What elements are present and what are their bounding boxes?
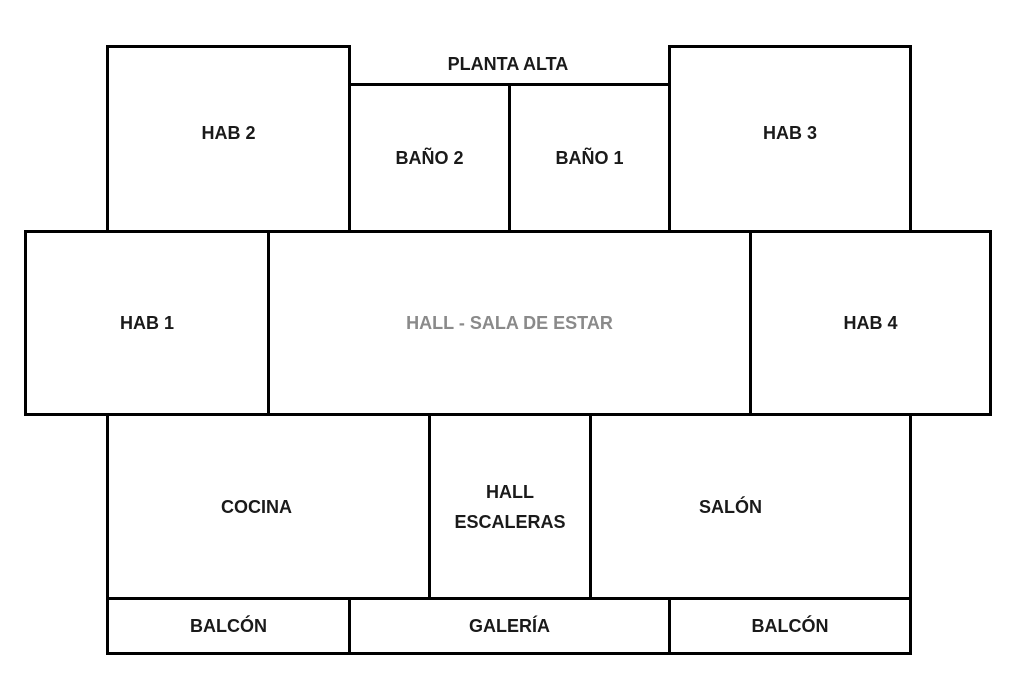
room-label-cocina: COCINA: [221, 496, 292, 517]
room-label-hall-escaleras: HALL ESCALERAS: [454, 481, 566, 532]
plan-title: PLANTA ALTA: [447, 54, 569, 74]
room-balcon-right: BALCÓN: [668, 597, 912, 655]
room-hab-1: HAB 1: [24, 230, 270, 416]
room-bano-1: BAÑO 1: [508, 83, 671, 233]
room-label-hab-3: HAB 3: [762, 123, 817, 143]
room-label-balcon-right: BALCÓN: [751, 616, 829, 636]
room-balcon-left: BALCÓN: [106, 597, 351, 655]
room-salon: SALÓN: [589, 413, 912, 600]
room-label-galeria: GALERÍA: [469, 616, 550, 636]
room-cocina: COCINA: [106, 413, 431, 600]
room-hab-3: HAB 3: [668, 45, 912, 233]
room-label-balcon-left: BALCÓN: [190, 616, 267, 636]
room-hab-4: HAB 4: [749, 230, 992, 416]
room-bano-2: BAÑO 2: [348, 83, 511, 233]
room-hall-sala-de-estar: HALL - SALA DE ESTAR: [267, 230, 752, 416]
room-label-hab-1: HAB 1: [119, 313, 174, 333]
room-hab-2: HAB 2: [106, 45, 351, 233]
room-hall-escaleras: HALL ESCALERAS: [428, 413, 592, 600]
room-label-salon: SALÓN: [699, 496, 762, 517]
room-galeria: GALERÍA: [348, 597, 671, 655]
room-label-hab-4: HAB 4: [843, 313, 898, 333]
room-label-bano-2: BAÑO 2: [395, 148, 464, 168]
room-label-bano-1: BAÑO 1: [555, 148, 624, 168]
room-label-hab-2: HAB 2: [201, 123, 256, 143]
room-label-hall-sala-de-estar: HALL - SALA DE ESTAR: [406, 313, 613, 333]
